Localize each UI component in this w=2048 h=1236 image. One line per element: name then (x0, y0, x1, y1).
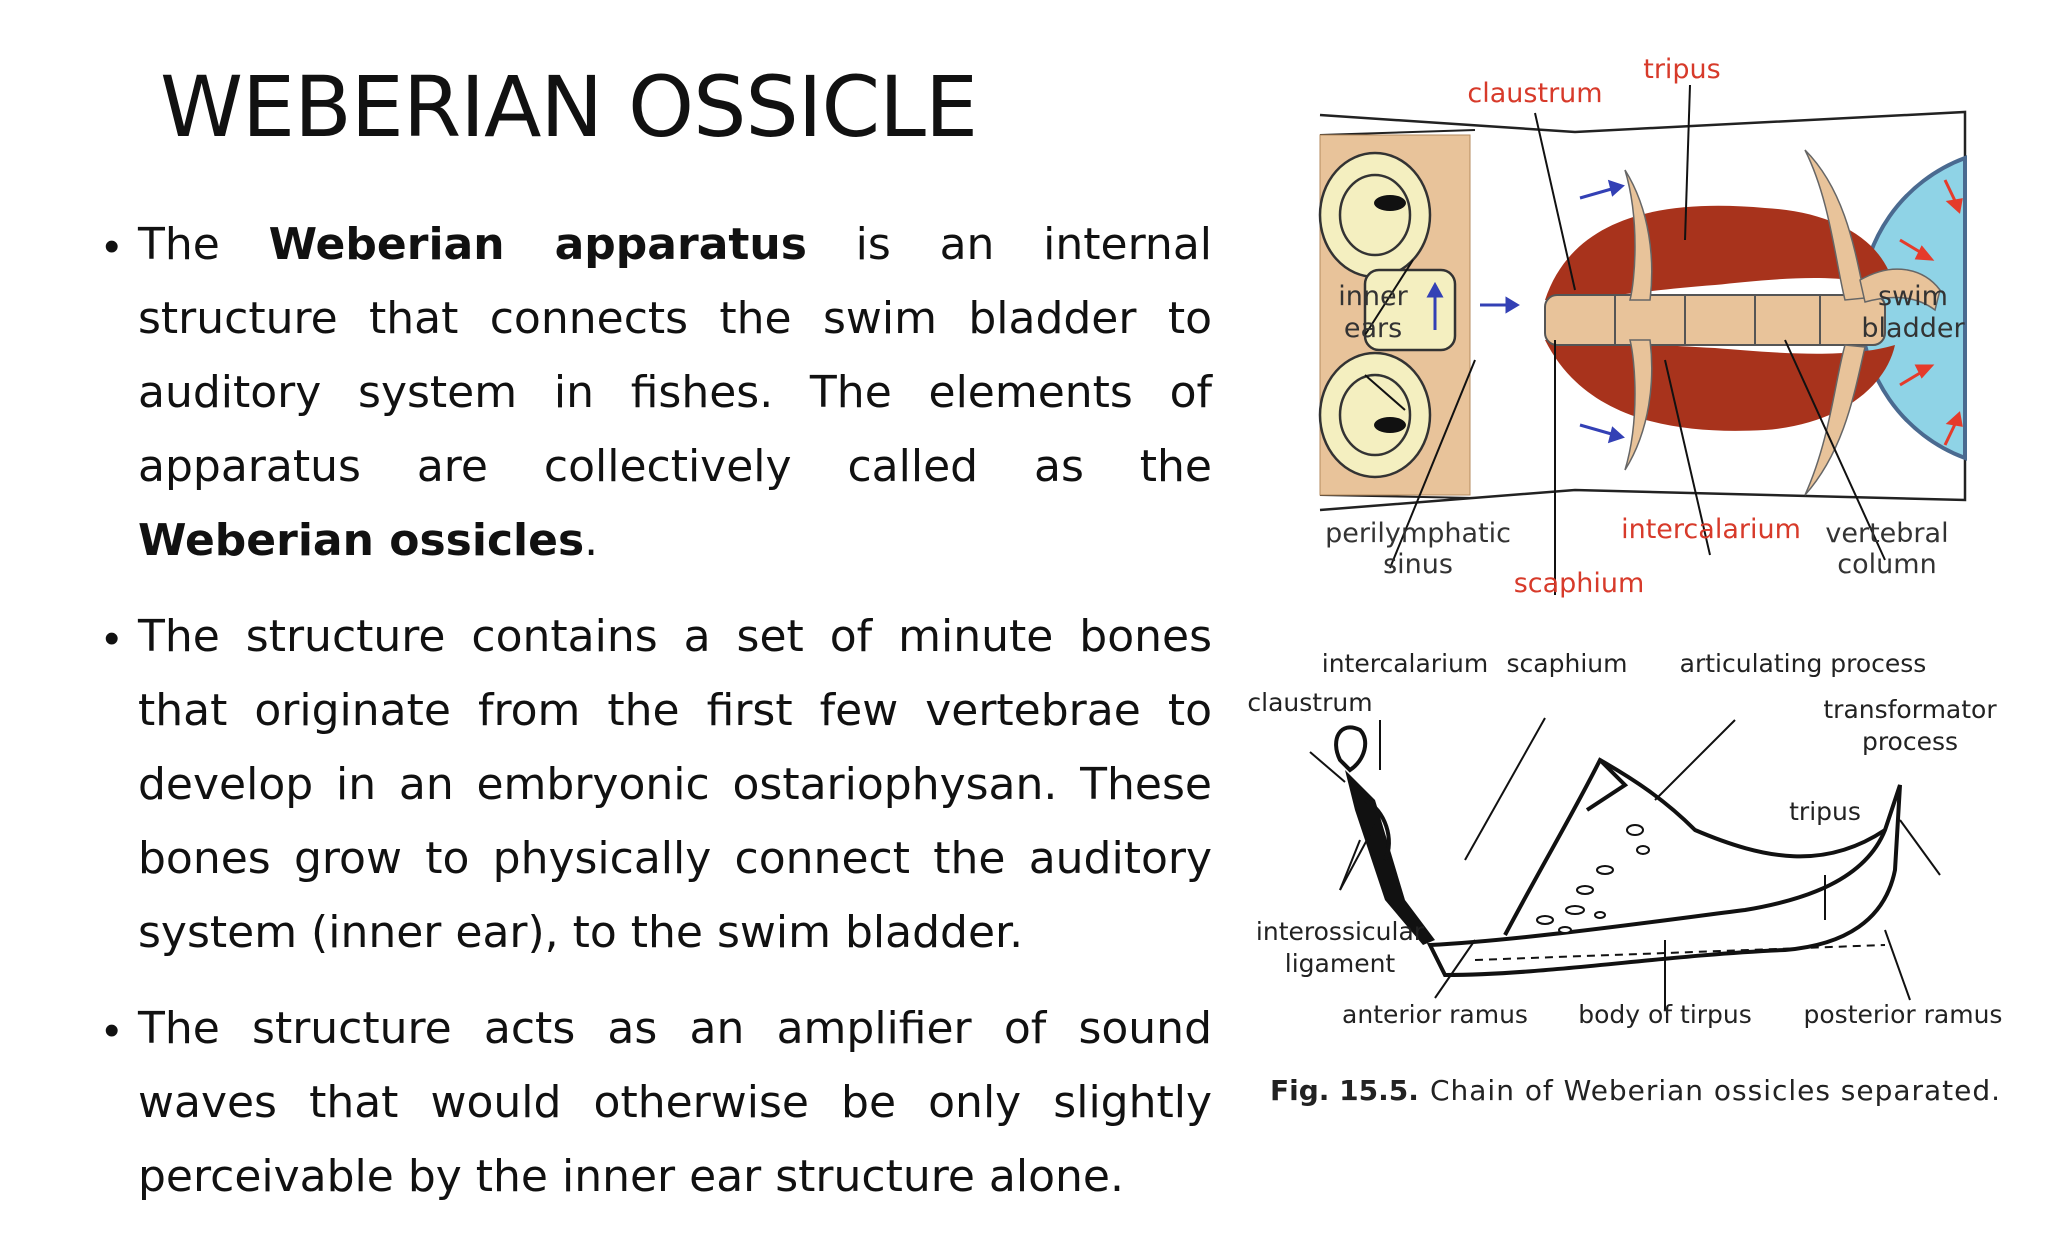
tripus-outline (1503, 757, 1887, 936)
body-outline-inner (1319, 129, 1476, 136)
slide: WEBERIAN OSSICLE • The Weberian apparatu… (104, 40, 2025, 1202)
bullet-item: • The Weberian apparatus is an internal … (100, 208, 1212, 578)
label-anterior-ramus: anterior ramus (1342, 1000, 1528, 1029)
articulating-process-shape (1585, 758, 1629, 812)
label-intercalarium: intercalarium (1621, 514, 1801, 545)
bone-shape (1624, 169, 1653, 301)
label-intercalarium-bottom: intercalarium (1322, 649, 1488, 678)
label-swim-bladder: bladder (1861, 313, 1965, 344)
top-diagram: tripus claustrum inner ears swim bladder… (1318, 54, 1967, 599)
label-interossicular-ligament: interossicular (1256, 917, 1425, 946)
bullet-dot: • (104, 1006, 120, 1055)
inner-ear-shapes (1318, 151, 1457, 479)
vertebra-divisions (1614, 295, 1821, 345)
figure-panel: tripus claustrum inner ears swim bladder… (1245, 40, 2025, 1140)
bold-term-weberian-apparatus: Weberian apparatus (268, 219, 807, 270)
label-perilymphatic-sinus: sinus (1383, 549, 1453, 580)
label-body-of-tirpus: body of tirpus (1578, 1000, 1752, 1029)
label-vertebral-column: vertebral (1825, 518, 1948, 549)
label-claustrum: claustrum (1467, 78, 1602, 109)
ear-otolith (1374, 195, 1406, 211)
label-posterior-ramus: posterior ramus (1804, 1000, 2003, 1029)
interossicular-ligament-shape (1345, 770, 1435, 945)
label-tripus-bottom: tripus (1789, 797, 1861, 826)
label-articulating-process: articulating process (1680, 649, 1927, 678)
bone-shape (1804, 149, 1866, 301)
bullet-text: The Weberian apparatus is an internal st… (138, 208, 1212, 578)
claustrum-shape (1334, 725, 1368, 773)
bullet-dot: • (104, 222, 120, 271)
label-transformator-process: transformator (1823, 695, 1997, 724)
bullet-dot: • (104, 614, 120, 663)
ligament-shape (1545, 339, 1895, 431)
bullet-item: • The structure contains a set of minute… (100, 600, 1212, 970)
ligament-shape (1545, 205, 1895, 300)
top-leader-lines (1364, 84, 1886, 595)
bone-shape (1859, 268, 1941, 312)
ear-otolith (1374, 417, 1406, 433)
label-interossicular-ligament: ligament (1285, 949, 1396, 978)
bullet-item: • The structure acts as an amplifier of … (100, 992, 1212, 1214)
label-swim-bladder: swim (1878, 281, 1948, 312)
bottom-diagram: intercalarium scaphium articulating proc… (1247, 649, 2002, 1107)
label-inner-ears: ears (1344, 313, 1402, 344)
label-tripus: tripus (1643, 54, 1721, 85)
label-transformator-process: process (1862, 727, 1958, 756)
vertebral-column-shape (1544, 294, 1886, 346)
bottom-leader-lines (1309, 717, 1941, 1010)
bullet-list: • The Weberian apparatus is an internal … (100, 208, 1212, 1236)
bold-term-weberian-ossicles: Weberian ossicles (138, 515, 585, 566)
label-scaphium: scaphium (1514, 568, 1645, 599)
bullet-text-part: is an internal structure that connects t… (138, 219, 1213, 492)
tripus-body-shape (1426, 784, 1902, 978)
figure-caption-number: Fig. 15.5. (1270, 1074, 1419, 1107)
weberian-figure: tripus claustrum inner ears swim bladder… (1247, 54, 2002, 1107)
red-arrows (1899, 179, 1963, 446)
label-inner-ears: inner (1338, 281, 1408, 312)
bullet-text: The structure contains a set of minute b… (138, 611, 1212, 958)
scaphium-shape (1363, 798, 1391, 861)
dashed-line (1474, 944, 1886, 961)
figure-caption: Chain of Weberian ossicles separated. (1430, 1074, 2000, 1107)
bullet-text-part: . (584, 515, 599, 566)
bone-shape (1624, 339, 1653, 471)
label-claustrum-bottom: claustrum (1247, 688, 1372, 717)
slide-title: WEBERIAN OSSICLE (160, 58, 978, 156)
bullet-text-part: The (138, 219, 269, 270)
label-scaphium-bottom: scaphium (1507, 649, 1628, 678)
tripus-details (1536, 824, 1650, 934)
label-vertebral-column: column (1837, 549, 1936, 580)
bullet-text: The structure acts as an amplifier of so… (138, 1003, 1212, 1202)
label-perilymphatic-sinus: perilymphatic (1325, 518, 1511, 549)
blue-arrows (1426, 179, 1625, 444)
